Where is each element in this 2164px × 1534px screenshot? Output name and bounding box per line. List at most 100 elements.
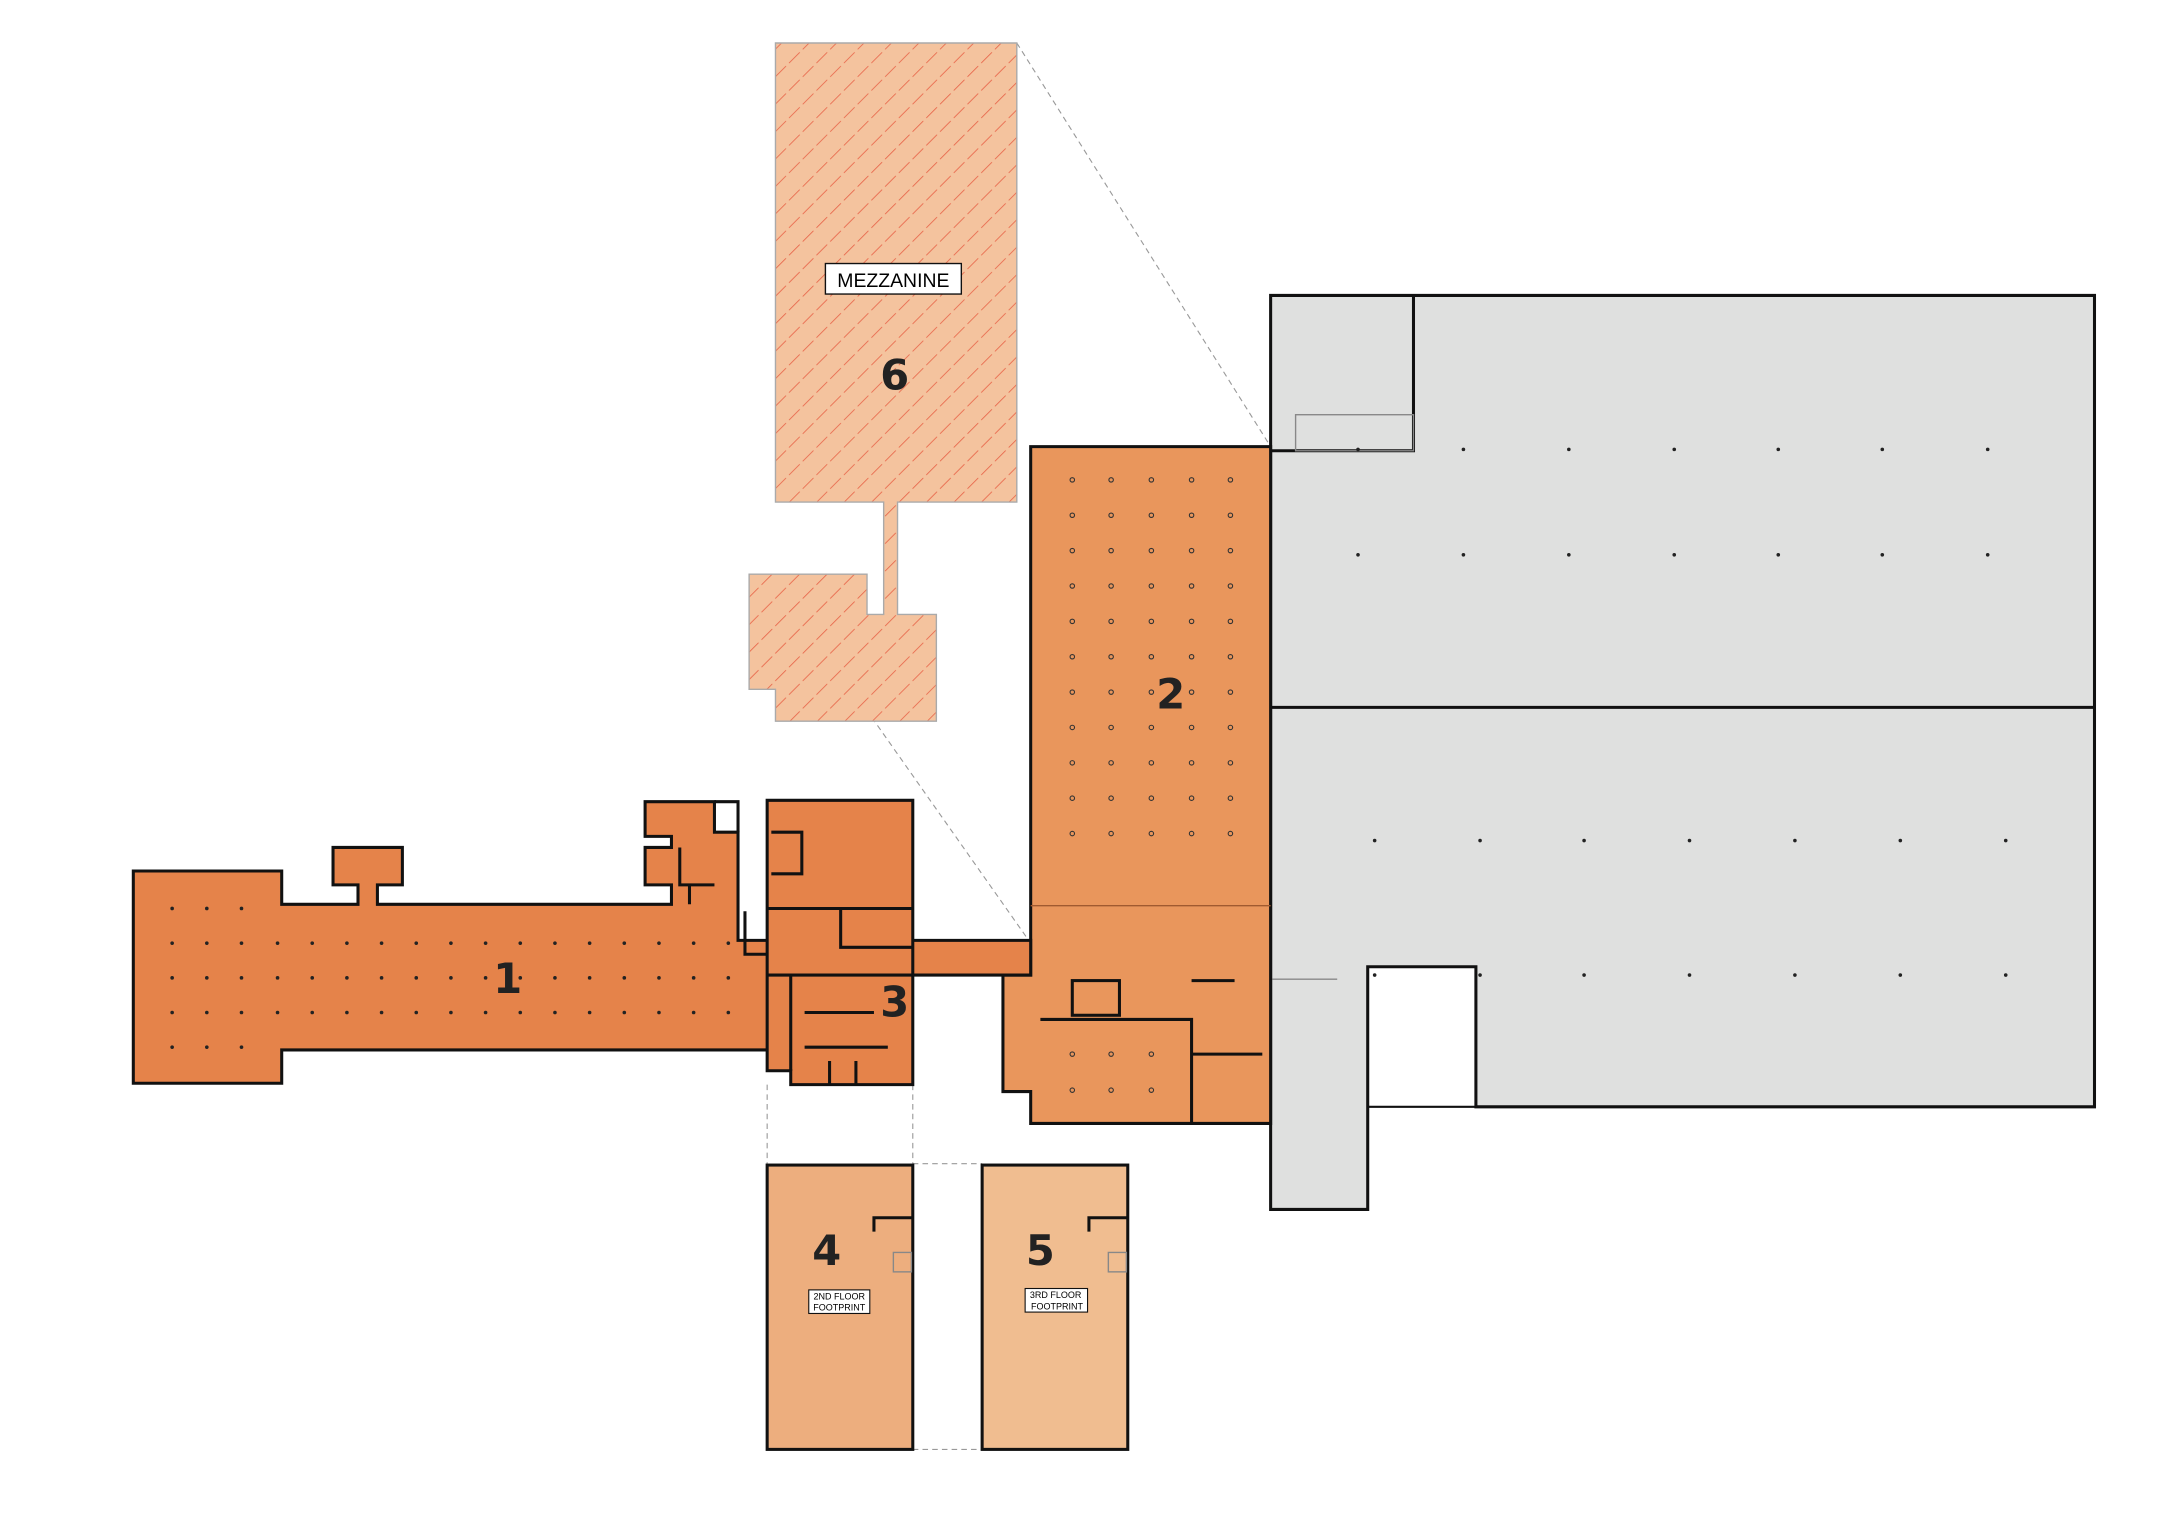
column-mark — [1227, 583, 1234, 589]
column-mark — [691, 1010, 696, 1015]
column-mark — [345, 976, 349, 980]
column-mark — [1148, 724, 1155, 731]
column-mark — [1148, 1051, 1155, 1057]
column-mark — [310, 941, 315, 945]
column-mark — [1148, 477, 1155, 483]
column-mark — [1227, 795, 1234, 801]
column-mark — [1108, 477, 1114, 483]
column-mark — [1108, 1051, 1114, 1057]
column-mark — [1108, 724, 1114, 731]
column-mark — [1582, 838, 1586, 843]
column-mark — [205, 906, 209, 911]
column-mark — [1069, 689, 1076, 695]
area-number-6: 6 — [880, 351, 909, 400]
column-mark — [1188, 689, 1195, 695]
column-mark — [1356, 447, 1360, 452]
column-mark — [205, 976, 209, 980]
svg-text:3RD FLOOR: 3RD FLOOR — [1030, 1290, 1082, 1300]
column-mark — [1108, 547, 1114, 554]
column-mark — [239, 906, 244, 911]
column-mark — [1188, 512, 1195, 519]
column-mark — [1148, 689, 1155, 695]
column-mark — [1148, 618, 1155, 625]
column-mark — [1478, 973, 1482, 977]
column-mark — [1148, 760, 1155, 766]
column-mark — [518, 976, 523, 980]
column-mark — [1069, 547, 1076, 554]
column-mark — [1069, 477, 1076, 483]
column-mark — [1069, 724, 1076, 731]
column-mark — [345, 1010, 349, 1015]
svg-text:FOOTPRINT: FOOTPRINT — [1031, 1301, 1083, 1311]
column-mark — [1148, 653, 1155, 660]
column-mark — [170, 1045, 174, 1049]
area-number-2: 2 — [1156, 670, 1185, 719]
column-mark — [1672, 552, 1677, 557]
column-mark — [1372, 973, 1377, 977]
column-mark — [657, 1010, 661, 1015]
column-mark — [1108, 618, 1114, 625]
columns-area-2 — [1069, 477, 1234, 1093]
column-mark — [379, 1010, 384, 1015]
area-2[interactable] — [1001, 445, 1273, 1125]
column-mark — [379, 976, 384, 980]
column-mark — [1227, 512, 1234, 519]
area-6-mezzanine[interactable] — [748, 42, 1018, 722]
column-mark — [1793, 838, 1797, 843]
column-mark — [1227, 760, 1234, 766]
column-mark — [1108, 1087, 1114, 1093]
column-mark — [205, 1045, 209, 1049]
column-mark — [275, 976, 280, 980]
column-mark — [1898, 838, 1903, 843]
column-mark — [518, 941, 523, 945]
column-mark — [1356, 552, 1360, 557]
area-number-4: 4 — [812, 1226, 841, 1275]
connector-corridor — [909, 938, 1033, 977]
column-mark — [1227, 830, 1234, 837]
area-number-3: 3 — [880, 978, 909, 1027]
area-3[interactable] — [765, 798, 915, 1087]
column-mark — [1069, 830, 1076, 837]
column-mark — [1582, 973, 1586, 977]
column-mark — [553, 1010, 557, 1015]
column-mark — [414, 976, 419, 980]
column-mark — [1188, 618, 1195, 625]
svg-text:FOOTPRINT: FOOTPRINT — [813, 1303, 865, 1313]
column-mark — [310, 1010, 315, 1015]
column-mark — [1478, 838, 1482, 843]
column-mark — [449, 1010, 453, 1015]
column-mark — [205, 941, 209, 945]
column-mark — [1148, 830, 1155, 837]
column-mark — [1069, 653, 1076, 660]
column-mark — [622, 1010, 627, 1015]
column-mark — [1069, 1051, 1076, 1057]
column-mark — [170, 976, 174, 980]
column-mark — [1188, 724, 1195, 731]
column-mark — [1069, 618, 1076, 625]
column-mark — [1188, 477, 1195, 483]
column-mark — [483, 941, 488, 945]
column-mark — [622, 976, 627, 980]
column-mark — [1108, 760, 1114, 766]
column-mark — [1148, 795, 1155, 801]
column-mark — [1793, 973, 1797, 977]
column-mark — [1188, 830, 1195, 837]
mezzanine-tag: MEZZANINE — [824, 262, 963, 295]
column-mark — [726, 976, 731, 980]
column-mark — [310, 976, 315, 980]
column-mark — [553, 941, 557, 945]
column-mark — [1227, 547, 1234, 554]
column-mark — [1108, 689, 1114, 695]
column-mark — [414, 1010, 419, 1015]
column-mark — [345, 941, 349, 945]
column-mark — [170, 906, 174, 911]
column-mark — [239, 976, 244, 980]
column-mark — [1069, 795, 1076, 801]
column-mark — [1188, 795, 1195, 801]
column-mark — [553, 976, 557, 980]
column-mark — [1108, 583, 1114, 589]
column-mark — [1687, 838, 1692, 843]
column-mark — [1567, 552, 1571, 557]
svg-text:MEZZANINE: MEZZANINE — [837, 270, 949, 292]
column-mark — [449, 976, 453, 980]
